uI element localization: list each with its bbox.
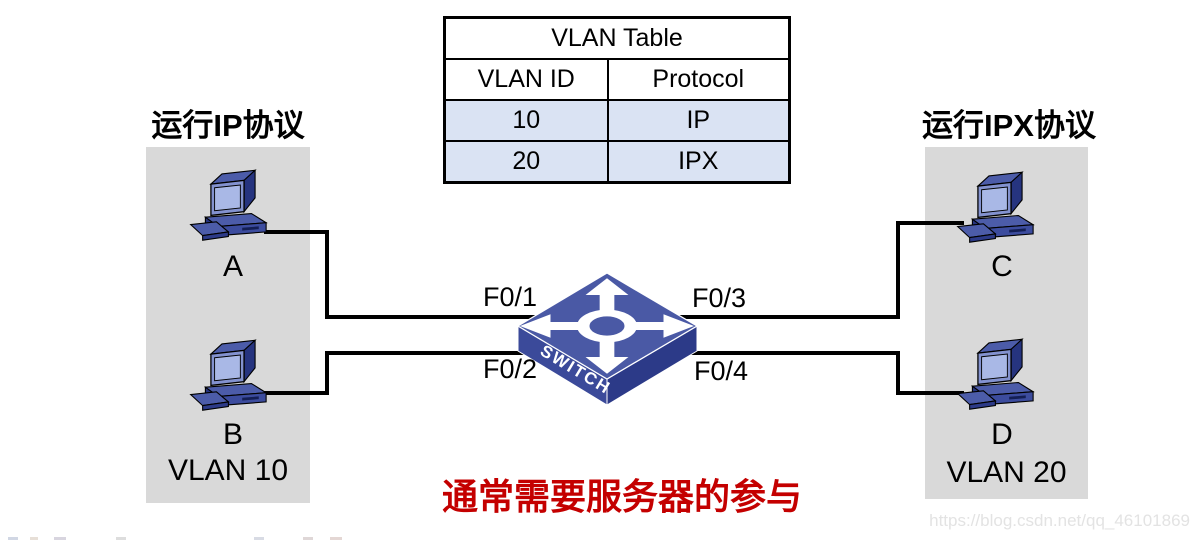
port-label-f0-2: F0/2 [482, 354, 537, 384]
link-a-horizontal [264, 230, 328, 234]
computer-icon [187, 168, 279, 248]
watermark: https://blog.csdn.net/qq_46101869 [929, 511, 1190, 530]
link-c-horizontal [896, 221, 964, 225]
link-b-horizontal [264, 391, 328, 395]
trunk-right-top [650, 315, 900, 319]
vlan-table-col-vlan-id: VLAN ID [443, 58, 609, 101]
link-b-vertical [325, 351, 329, 395]
trunk-right-bottom [650, 351, 900, 355]
left-group-caption: 运行IP协议 [151, 108, 305, 143]
computer-icon [954, 337, 1046, 417]
vlan10-label: VLAN 10 [167, 454, 289, 487]
port-label-f0-3: F0/3 [692, 283, 747, 313]
trunk-left-top [325, 315, 560, 319]
vlan20-label: VLAN 20 [946, 456, 1067, 489]
host-label-b: B [222, 418, 243, 451]
vlan-table: VLAN Table VLAN ID Protocol 10 IP 20 IPX [443, 16, 792, 184]
right-group-caption: 运行IPX协议 [922, 108, 1096, 143]
protocol-cell: IPX [606, 140, 791, 184]
vlan-id-cell: 10 [443, 99, 609, 142]
switch-4way-arrows-icon: SWITCH [516, 272, 699, 406]
link-a-vertical [325, 230, 329, 319]
table-row: 10 IP [443, 99, 791, 142]
table-row: 20 IPX [443, 140, 791, 184]
vlan-table-col-protocol: Protocol [606, 58, 791, 101]
trunk-left-bottom [325, 351, 560, 355]
link-d-horizontal [896, 391, 964, 395]
port-label-f0-4: F0/4 [694, 356, 749, 386]
vlan-id-cell: 20 [443, 140, 609, 184]
host-label-d: D [991, 418, 1013, 451]
host-label-c: C [991, 250, 1013, 283]
link-c-vertical [896, 221, 900, 319]
port-label-f0-1: F0/1 [482, 282, 537, 312]
protocol-cell: IP [606, 99, 791, 142]
computer-icon [187, 338, 279, 418]
arrow-up [585, 278, 629, 311]
computer-icon [954, 170, 1046, 250]
host-label-a: A [222, 250, 243, 283]
vlan-table-title: VLAN Table [443, 16, 791, 60]
red-caption: 通常需要服务器的参与 [441, 476, 802, 517]
link-d-vertical [896, 351, 900, 395]
